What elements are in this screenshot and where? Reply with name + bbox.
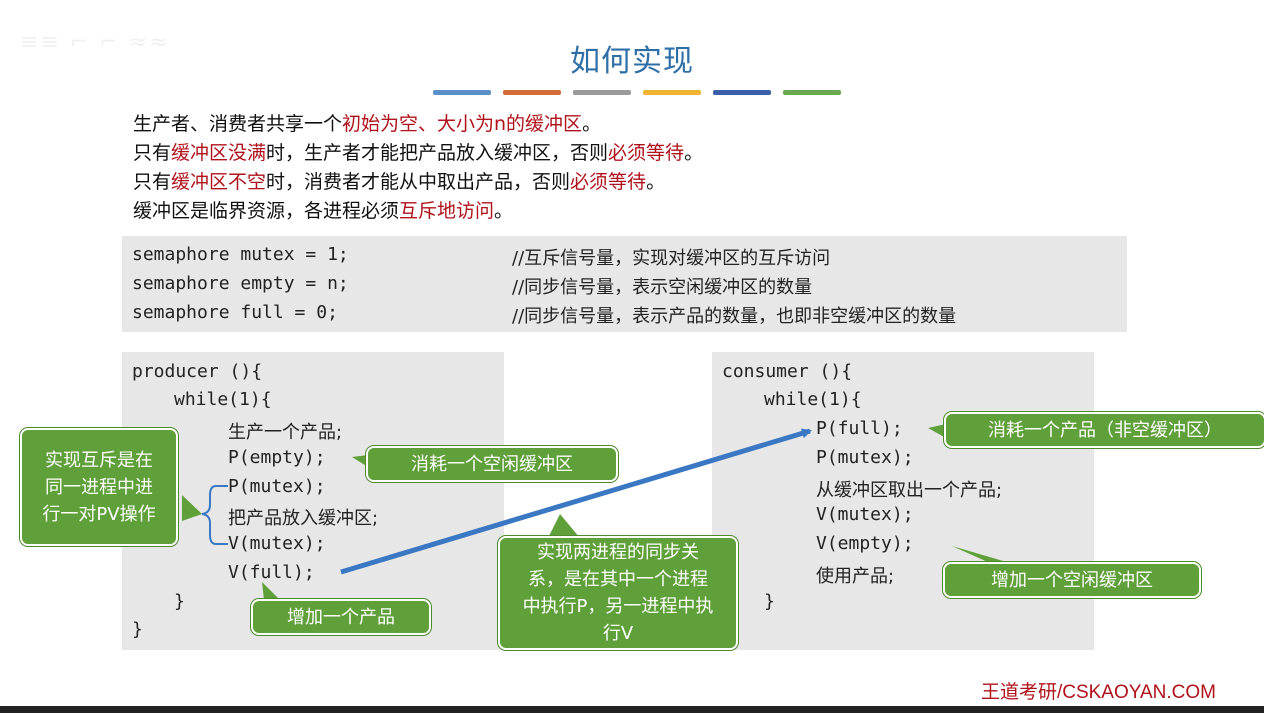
callout-consume-empty: 消耗一个空闲缓冲区 — [366, 446, 618, 482]
accent-bars — [433, 90, 841, 95]
intro-line-1: 生产者、消费者共享一个初始为空、大小为n的缓冲区。 — [133, 113, 602, 135]
pointer-sync — [548, 514, 580, 538]
producer-line-8: V(full); — [228, 562, 315, 583]
accent-bar-4 — [643, 90, 701, 95]
producer-line-9: } — [174, 591, 185, 612]
semaphore-block: semaphore mutex = 1; //互斥信号量，实现对缓冲区的互斥访问… — [122, 236, 1127, 332]
producer-line-7: V(mutex); — [228, 533, 326, 554]
accent-bar-2 — [503, 90, 561, 95]
accent-bar-6 — [783, 90, 841, 95]
intro-text: 生产者、消费者共享一个初始为空、大小为n的缓冲区。 只有缓冲区没满时，生产者才能… — [133, 110, 703, 226]
pointer-mutex-pair — [182, 495, 202, 521]
callout-consume-product: 消耗一个产品（非空缓冲区） — [944, 412, 1264, 448]
consumer-line-2: while(1){ — [764, 389, 862, 410]
consumer-line-7: V(empty); — [816, 533, 914, 554]
sync-arrow — [340, 428, 812, 575]
producer-line-3: 生产一个产品; — [228, 422, 343, 443]
footer-brand: 王道考研/CSKAOYAN.COM — [980, 682, 1216, 703]
bottom-bar — [0, 706, 1264, 713]
consumer-line-6: V(mutex); — [816, 504, 914, 525]
accent-bar-1 — [433, 90, 491, 95]
producer-line-5: P(mutex); — [228, 476, 326, 497]
intro-line-4: 缓冲区是临界资源，各进程必须互斥地访问。 — [133, 200, 514, 222]
pointer-consume-empty — [352, 455, 368, 467]
producer-line-4: P(empty); — [228, 447, 326, 468]
consumer-line-5: 从缓冲区取出一个产品; — [816, 480, 1003, 501]
intro-line-3: 只有缓冲区不空时，消费者才能从中取出产品，否则必须等待。 — [133, 171, 666, 193]
consumer-line-8: 使用产品; — [816, 566, 895, 587]
semaphore-full-comment: //同步信号量，表示产品的数量，也即非空缓冲区的数量 — [512, 306, 957, 327]
producer-line-10: } — [132, 619, 143, 640]
consumer-line-4: P(mutex); — [816, 447, 914, 468]
semaphore-empty-comment: //同步信号量，表示空闲缓冲区的数量 — [512, 277, 813, 298]
callout-add-product: 增加一个产品 — [251, 599, 431, 635]
producer-line-1: producer (){ — [132, 361, 263, 382]
consumer-line-1: consumer (){ — [722, 361, 853, 382]
slide-title: 如何实现 — [570, 44, 694, 79]
callout-add-empty: 增加一个空闲缓冲区 — [943, 562, 1201, 598]
mutex-bracket — [201, 485, 228, 545]
semaphore-mutex-comment: //互斥信号量，实现对缓冲区的互斥访问 — [512, 248, 831, 269]
producer-line-6: 把产品放入缓冲区; — [228, 508, 379, 529]
accent-bar-3 — [573, 90, 631, 95]
consumer-code-block: consumer (){ while(1){ P(full); P(mutex)… — [712, 352, 1094, 650]
pointer-add-empty — [952, 546, 1010, 563]
consumer-line-9: } — [764, 591, 775, 612]
semaphore-full-code: semaphore full = 0; — [132, 302, 338, 323]
semaphore-empty-code: semaphore empty = n; — [132, 273, 349, 294]
callout-mutex-pair: 实现互斥是在同一进程中进行一对PV操作 — [20, 428, 178, 546]
callout-sync-relation: 实现两进程的同步关系，是在其中一个进程中执行P，另一进程中执行V — [498, 536, 738, 650]
pointer-add-product — [262, 582, 280, 600]
producer-line-2: while(1){ — [174, 389, 272, 410]
intro-line-2: 只有缓冲区没满时，生产者才能把产品放入缓冲区，否则必须等待。 — [133, 142, 704, 164]
watermark: ≡≡ ⌐ ⌐ ≈≈ — [20, 30, 170, 55]
accent-bar-5 — [713, 90, 771, 95]
semaphore-mutex-code: semaphore mutex = 1; — [132, 244, 349, 265]
pointer-consume-product — [928, 424, 946, 438]
consumer-line-3: P(full); — [816, 418, 903, 439]
